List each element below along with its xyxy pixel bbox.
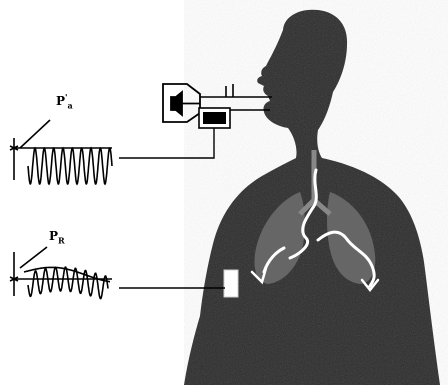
waveform-pa (10, 120, 112, 184)
waveform-pr (10, 247, 112, 299)
label-pr-subscript: R (58, 235, 65, 245)
pressure-sensor-icon (199, 108, 230, 128)
label-pa-prime: P'a (56, 93, 73, 109)
chest-sensor-icon (224, 270, 238, 297)
label-pa-subscript: a (67, 100, 72, 110)
speaker-icon (163, 84, 200, 122)
label-pr-main: P (49, 229, 58, 243)
label-pa-main: P (56, 94, 65, 108)
label-pr: PR (49, 230, 65, 244)
